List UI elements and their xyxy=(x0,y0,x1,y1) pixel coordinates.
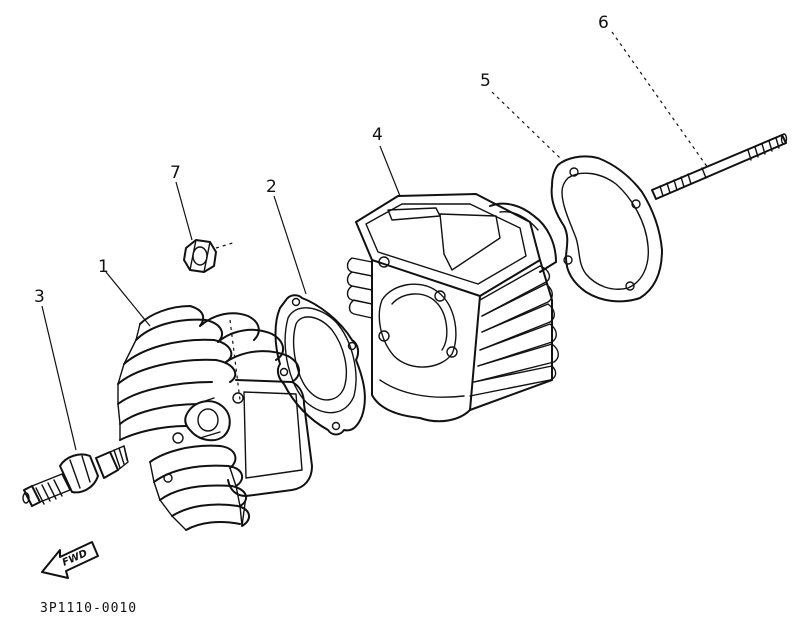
cylinder-part xyxy=(346,193,559,423)
leader-line-5 xyxy=(491,91,561,159)
callout-5: 5 xyxy=(480,71,491,91)
leader-line-1 xyxy=(105,271,151,327)
callout-6: 6 xyxy=(598,13,609,33)
cylinder-head-part xyxy=(117,305,313,531)
callout-2: 2 xyxy=(266,177,277,197)
stud-bolt-part xyxy=(651,133,788,200)
cylinder-head-gasket-part xyxy=(274,294,366,436)
forward-direction-arrow-icon: FWD xyxy=(41,541,99,579)
leader-line-6 xyxy=(611,31,709,169)
callout-4: 4 xyxy=(372,125,383,145)
callout-7: 7 xyxy=(170,163,181,183)
leader-lines xyxy=(41,31,709,451)
spark-plug-part xyxy=(22,445,129,507)
leader-line-4 xyxy=(379,145,401,197)
fwd-label: FWD xyxy=(61,548,89,569)
cylinder-gasket-part xyxy=(550,155,663,303)
callout-3: 3 xyxy=(34,287,45,307)
leader-line-3 xyxy=(41,305,77,451)
leader-line-7 xyxy=(175,181,193,241)
leader-line-2 xyxy=(273,195,307,295)
figure-code: 3P1110-0010 xyxy=(40,601,137,616)
nut-part xyxy=(183,239,237,273)
callout-numbers: 1 2 3 4 5 6 7 xyxy=(34,13,609,307)
callout-1: 1 xyxy=(98,257,109,277)
